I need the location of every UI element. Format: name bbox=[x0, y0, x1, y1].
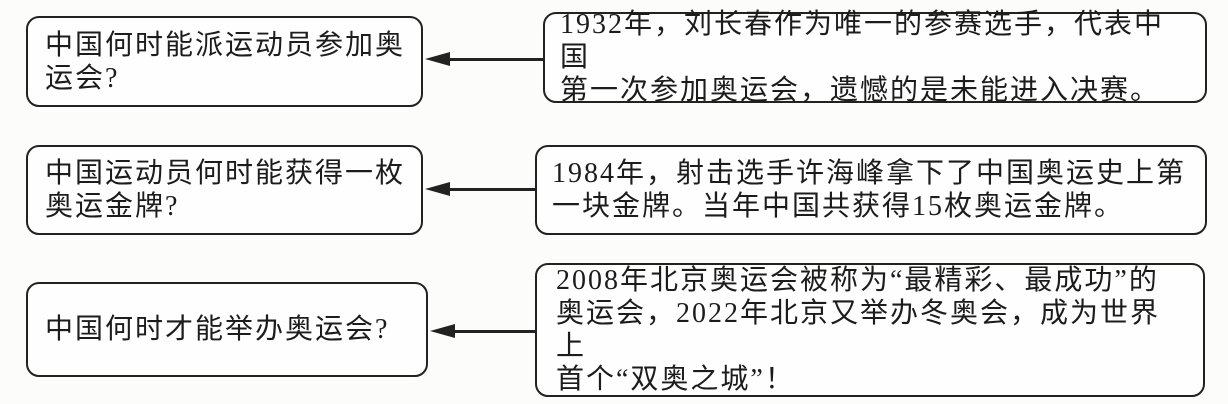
arrow-shaft bbox=[448, 330, 535, 333]
answer-text-2: 1984年，射击选手许海峰拿下了中国奥运史上第 一块金牌。当年中国共获得15枚奥… bbox=[552, 158, 1187, 222]
question-box-3: 中国何时才能举办奥运会? bbox=[26, 282, 428, 377]
answer-text-1: 1932年，刘长春作为唯一的参赛选手，代表中国 第一次参加奥运会，遗憾的是未能进… bbox=[560, 9, 1165, 106]
answer-box-2: 1984年，射击选手许海峰拿下了中国奥运史上第 一块金牌。当年中国共获得15枚奥… bbox=[535, 145, 1207, 235]
answer-box-1: 1932年，刘长春作为唯一的参赛选手，代表中国 第一次参加奥运会，遗憾的是未能进… bbox=[543, 9, 1207, 106]
question-box-1: 中国何时能派运动员参加奥 运会? bbox=[26, 16, 423, 107]
question-text-3: 中国何时才能举办奥运会? bbox=[45, 314, 390, 345]
arrow-left-icon bbox=[425, 52, 543, 67]
answer-text-3: 2008年北京奥运会被称为“最精彩、最成功”的 奥运会，2022年北京又举办冬奥… bbox=[556, 265, 1161, 395]
arrow-head bbox=[430, 324, 455, 338]
arrow-shaft bbox=[443, 188, 535, 191]
arrow-left-icon bbox=[430, 324, 535, 339]
question-text-2: 中国运动员何时能获得一枚 奥运金牌? bbox=[45, 158, 406, 222]
arrow-head bbox=[425, 52, 450, 66]
arrow-left-icon bbox=[425, 182, 535, 197]
question-text-1: 中国何时能派运动员参加奥 运会? bbox=[45, 29, 406, 94]
arrow-shaft bbox=[443, 58, 543, 61]
question-box-2: 中国运动员何时能获得一枚 奥运金牌? bbox=[26, 145, 423, 235]
arrow-head bbox=[425, 182, 450, 196]
answer-box-3: 2008年北京奥运会被称为“最精彩、最成功”的 奥运会，2022年北京又举办冬奥… bbox=[535, 263, 1205, 397]
